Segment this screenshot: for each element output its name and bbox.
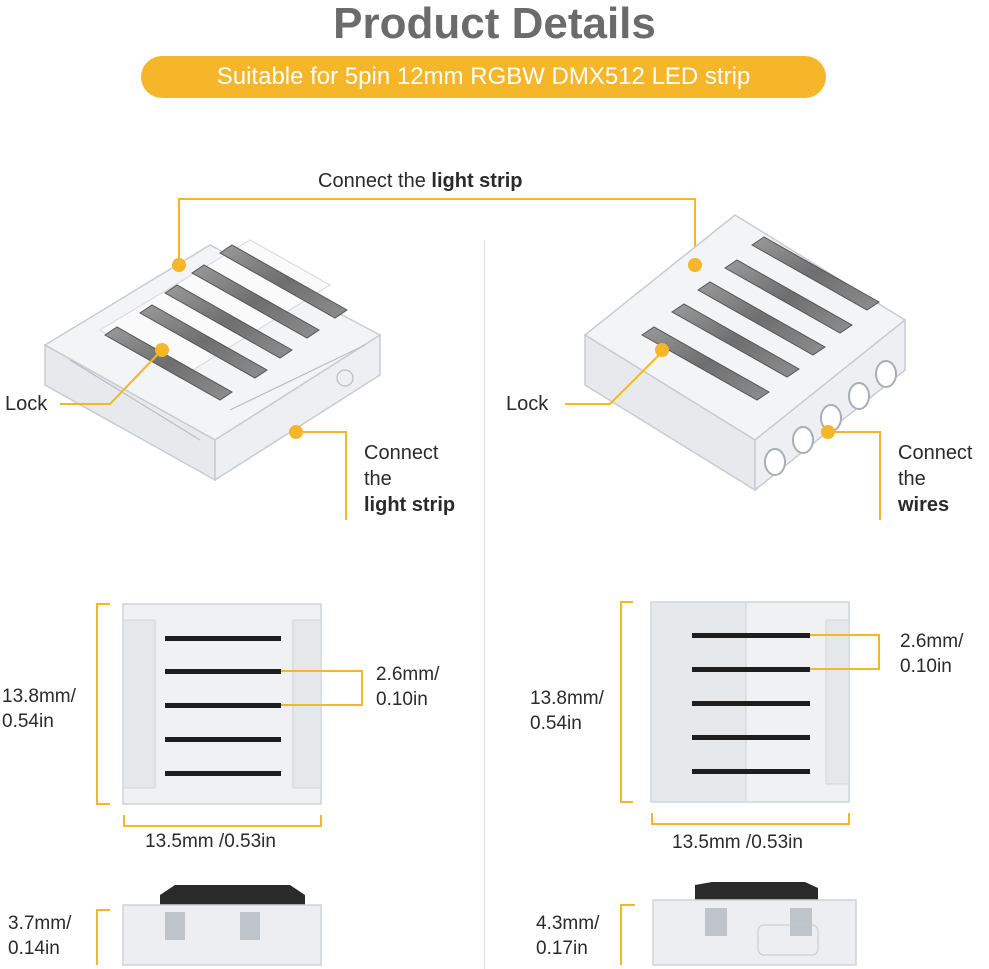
right-lock-label: Lock (506, 393, 549, 415)
right-height-dim: 13.8mm/ 0.54in (530, 688, 604, 734)
right-width-dim: 13.5mm /0.53in (672, 832, 803, 853)
left-side-view (96, 885, 322, 966)
top-callout-bold: light strip (431, 170, 523, 192)
right-side-view (620, 882, 857, 966)
left-top-view (96, 603, 363, 827)
top-callout: Connect the light strip (318, 168, 523, 194)
top-bracket-leader (178, 198, 696, 265)
left-connect-label: Connect the light strip (364, 442, 456, 516)
right-connector-3d (583, 214, 907, 492)
left-height-dim: 13.8mm/ 0.54in (2, 686, 76, 732)
top-callout-prefix: Connect the (318, 170, 432, 192)
left-lock-label: Lock (5, 393, 48, 415)
left-connector-3d (43, 239, 382, 482)
left-width-dim: 13.5mm /0.53in (145, 831, 276, 852)
page-title: Product Details (333, 0, 656, 48)
center-divider (484, 240, 485, 969)
right-top-view (620, 601, 880, 825)
right-thickness-dim: 4.3mm/ 0.17in (536, 913, 600, 959)
left-thickness-dim: 3.7mm/ 0.14in (8, 913, 72, 959)
right-pitch-dim: 2.6mm/ 0.10in (900, 631, 964, 677)
right-connect-label: Connect the wires (898, 442, 973, 516)
product-banner: Suitable for 5pin 12mm RGBW DMX512 LED s… (141, 56, 826, 98)
left-pitch-dim: 2.6mm/ 0.10in (376, 664, 440, 710)
